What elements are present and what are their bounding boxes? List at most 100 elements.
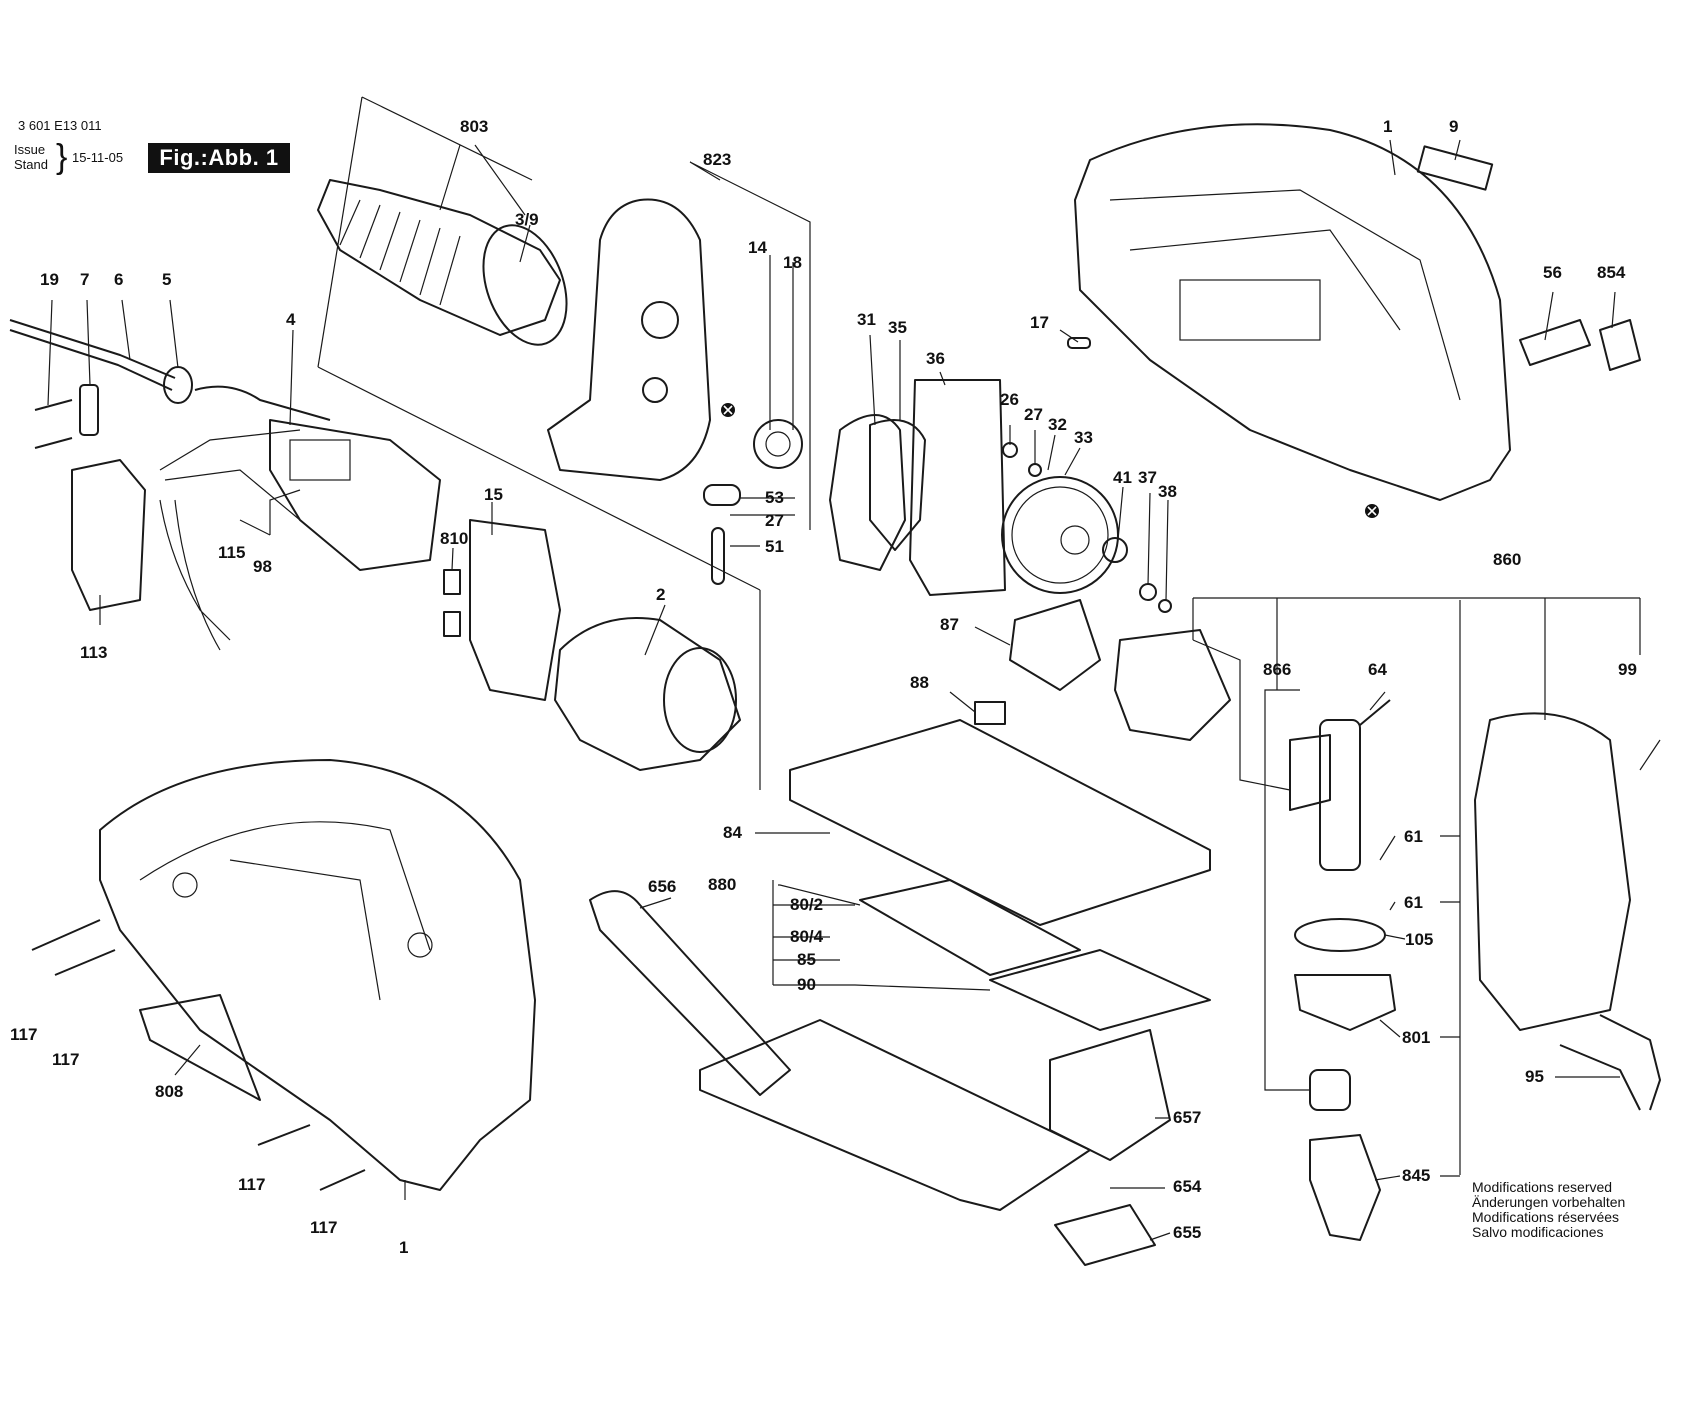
marker-icon (721, 403, 735, 417)
label-117-c: 117 (238, 1175, 265, 1194)
label-18: 18 (783, 253, 802, 272)
washer-37 (1139, 583, 1157, 601)
base-shoe-654 (699, 1019, 1091, 1211)
label-845: 845 (1402, 1166, 1430, 1185)
modification-notes: Modifications reserved Änderungen vorbeh… (1472, 1180, 1625, 1240)
pin-51 (711, 527, 725, 585)
label-35: 35 (888, 318, 907, 337)
stand-label: Stand (14, 157, 48, 172)
label-95: 95 (1525, 1067, 1544, 1086)
label-41: 41 (1113, 468, 1132, 487)
field-coil-part (554, 617, 741, 771)
label-64: 64 (1368, 660, 1387, 679)
label-37: 37 (1138, 468, 1157, 487)
label-9: 9 (1449, 117, 1458, 136)
part-56 (1519, 319, 1591, 366)
screw-117-c (257, 1124, 311, 1146)
housing-half-left (99, 759, 536, 1191)
label-801: 801 (1402, 1028, 1430, 1047)
label-6: 6 (114, 270, 123, 289)
label-808 (139, 994, 261, 1101)
label-117-d: 117 (310, 1218, 337, 1237)
label-51: 51 (765, 537, 784, 556)
brace-glyph: } (56, 138, 68, 176)
bearing-14-inner (765, 431, 791, 457)
label-98: 98 (253, 557, 272, 576)
label-9 (1416, 145, 1494, 191)
label-61-upper: 61 (1404, 827, 1423, 846)
label-36: 36 (926, 349, 945, 368)
screw-117-d (319, 1169, 366, 1191)
part-854 (1599, 319, 1641, 371)
figure-label: Fig.:Abb. 1 (148, 143, 290, 173)
label-17: 17 (1030, 313, 1049, 332)
ring-105 (1294, 918, 1386, 952)
label-90: 90 (797, 975, 816, 994)
label-117-a: 117 (10, 1025, 37, 1044)
label-14: 14 (748, 238, 767, 257)
label-866: 866 (1263, 660, 1291, 679)
label-810: 810 (440, 529, 468, 548)
housing-half-right (1074, 123, 1511, 501)
label-115: 115 (218, 543, 245, 562)
label-38: 38 (1158, 482, 1177, 501)
marker-icon (1365, 504, 1379, 518)
label-808: 808 (155, 1082, 183, 1101)
label-27-lower: 27 (765, 511, 784, 530)
label-880: 880 (708, 875, 736, 894)
base-plate-84 (789, 719, 1211, 926)
label-27-upper: 27 (1024, 405, 1043, 424)
label-3-9: 3/9 (515, 210, 539, 229)
part-866-lower (1309, 1069, 1351, 1111)
wiring-harness (159, 429, 301, 651)
label-99: 99 (1618, 660, 1637, 679)
roller-845 (1309, 1134, 1381, 1241)
label-113: 113 (80, 643, 107, 662)
label-1-lower: 1 (399, 1238, 408, 1257)
leader-lines (47, 96, 1661, 1241)
label-5: 5 (162, 270, 171, 289)
label-803: 803 (460, 117, 488, 136)
label-84: 84 (723, 823, 742, 842)
doc-number: 3 601 E13 011 (18, 118, 102, 133)
issue-date: 15-11-05 (72, 150, 124, 165)
cable-assembly (9, 319, 331, 449)
blade-guide-80-4 (989, 949, 1211, 1031)
label-860: 860 (1493, 550, 1521, 569)
pin-53 (703, 484, 741, 506)
part-801 (1294, 974, 1396, 1031)
label-32: 32 (1048, 415, 1067, 434)
brush-holder (469, 519, 561, 701)
screw-117-a (31, 919, 101, 951)
guide-87 (1009, 599, 1101, 691)
label-87: 87 (940, 615, 959, 634)
bearing-41 (1102, 537, 1128, 563)
label-655: 655 (1173, 1223, 1201, 1242)
label-53: 53 (765, 488, 784, 507)
label-4: 4 (286, 310, 296, 329)
note-es: Salvo modificaciones (1472, 1224, 1604, 1240)
label-80-4: 80/4 (790, 927, 824, 946)
switch-part (269, 419, 441, 571)
plate-31 (829, 414, 906, 571)
label-657: 657 (1173, 1108, 1201, 1127)
gear-33 (1001, 476, 1119, 594)
screw-117-b (54, 949, 116, 976)
guard-657 (1049, 1029, 1171, 1161)
label-7: 7 (80, 270, 89, 289)
part-27 (1028, 463, 1042, 477)
label-15: 15 (484, 485, 503, 504)
label-26: 26 (1000, 390, 1019, 409)
pin-17 (1067, 337, 1091, 349)
label-2: 2 (656, 585, 665, 604)
clamp-80-2 (859, 879, 1081, 976)
label-1: 1 (1383, 117, 1392, 136)
label-33: 33 (1074, 428, 1093, 447)
cover-99 (1474, 712, 1631, 1031)
part-26 (1002, 442, 1018, 458)
label-823: 823 (703, 150, 731, 169)
part-88 (974, 701, 1006, 725)
label-80-2: 80/2 (790, 895, 823, 914)
label-105: 105 (1405, 930, 1433, 949)
